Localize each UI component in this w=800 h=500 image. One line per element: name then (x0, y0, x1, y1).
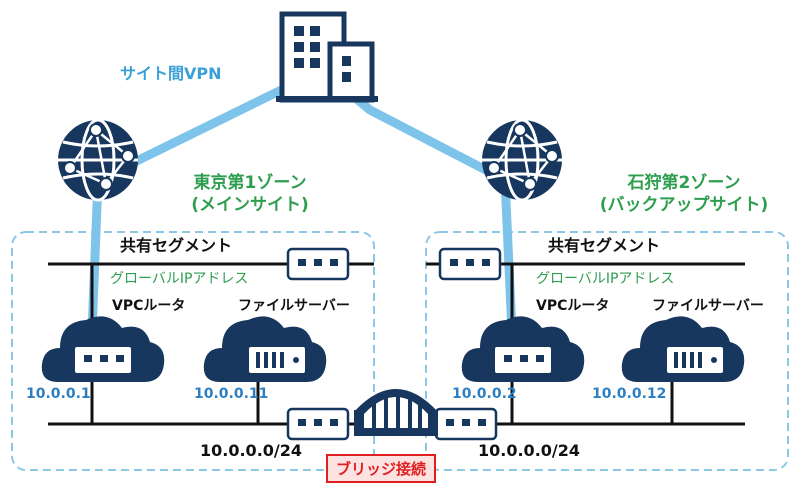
zone-left-line2: (メインサイト) (191, 195, 309, 215)
net-right-label: 10.0.0.0/24 (478, 441, 581, 460)
vpn-link-right (319, 66, 517, 333)
building-icon (276, 11, 378, 103)
vpc-router-right-label: VPCルータ (536, 298, 610, 314)
segment-right-label: 共有セグメント (548, 236, 661, 255)
vpc-router-right-icon (461, 316, 585, 382)
zone-right-label: 石狩第2ゾーン (バックアップサイト) (574, 172, 794, 216)
segment-left-label: 共有セグメント (120, 236, 233, 255)
file-server-left-icon (203, 316, 327, 382)
switch-segment-left-icon (286, 247, 350, 281)
zone-left-box (11, 231, 375, 471)
global-ip-right-label: グローバルIPアドレス (536, 271, 675, 287)
switch-segment-right-icon (438, 247, 502, 281)
zone-right-line2: (バックアップサイト) (599, 195, 769, 215)
bridge-connection-label: ブリッジ接続 (326, 454, 437, 483)
zone-left-label: 東京第1ゾーン (メインサイト) (150, 172, 350, 216)
ip-server-left: 10.0.0.11 (194, 386, 269, 402)
file-server-right-icon (621, 316, 745, 382)
zone-left-line1: 東京第1ゾーン (193, 173, 307, 193)
file-server-right-label: ファイルサーバー (652, 298, 764, 314)
zone-right-line1: 石狩第2ゾーン (627, 173, 741, 193)
internet-globe-left-icon (56, 118, 140, 202)
switch-lan-left-icon (286, 407, 350, 441)
bridge-icon (354, 389, 438, 436)
ip-router-right: 10.0.0.2 (452, 386, 517, 402)
vpc-router-left-icon (41, 316, 165, 382)
file-server-left-label: ファイルサーバー (238, 298, 350, 314)
internet-globe-right-icon (480, 118, 564, 202)
zone-right-box (425, 231, 789, 471)
global-ip-left-label: グローバルIPアドレス (110, 271, 249, 287)
site-vpn-label: サイト間VPN (120, 64, 222, 83)
vpc-router-left-label: VPCルータ (112, 298, 186, 314)
ip-server-right: 10.0.0.12 (592, 386, 667, 402)
switch-lan-right-icon (434, 407, 498, 441)
net-left-label: 10.0.0.0/24 (200, 441, 303, 460)
ip-router-left: 10.0.0.1 (26, 386, 91, 402)
